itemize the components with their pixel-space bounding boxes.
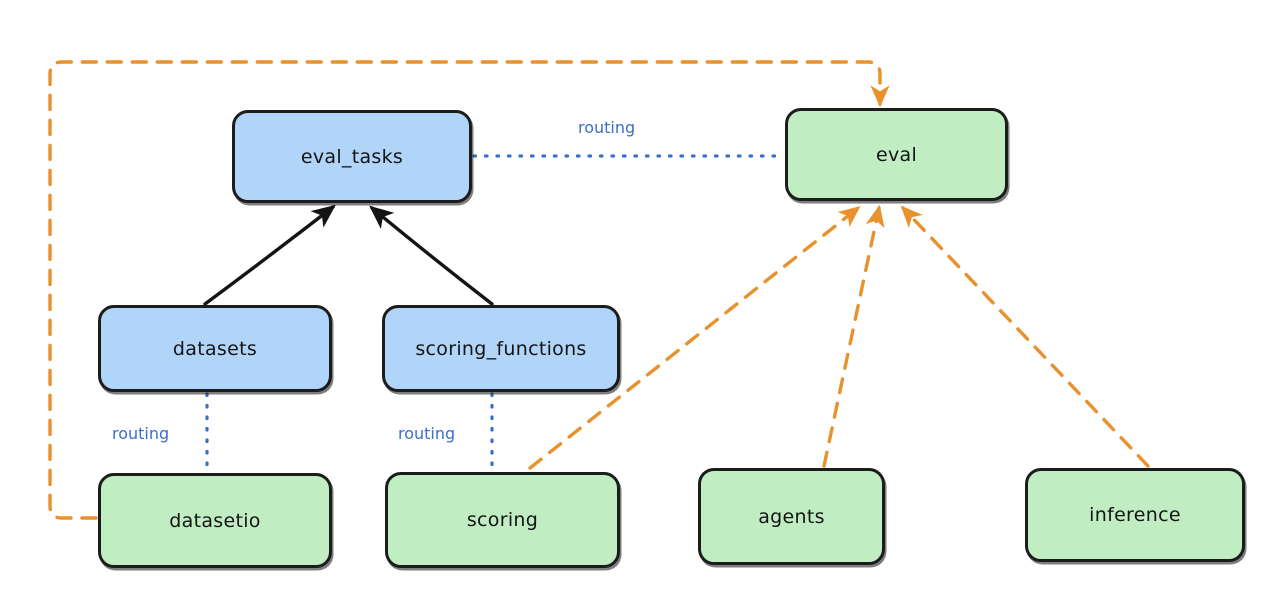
edge-label-routing-scoring-functions: routing bbox=[398, 424, 456, 443]
edge-scoring-to-eval bbox=[528, 205, 861, 470]
edge-label-routing-eval-tasks: routing bbox=[578, 118, 636, 137]
node-label-datasetio: datasetio bbox=[169, 509, 261, 532]
edge-datasets-to-eval-tasks bbox=[203, 204, 336, 306]
node-label-agents: agents bbox=[758, 505, 825, 528]
node-datasetio[interactable]: datasetio bbox=[98, 473, 332, 568]
node-label-scoring-functions: scoring_functions bbox=[415, 337, 587, 360]
node-inference[interactable]: inference bbox=[1025, 468, 1245, 562]
edge-inference-to-eval bbox=[900, 205, 1150, 468]
edge-label-routing-datasets: routing bbox=[112, 424, 170, 443]
node-label-scoring: scoring bbox=[466, 509, 539, 531]
node-label-datasets: datasets bbox=[172, 337, 258, 360]
node-label-inference: inference bbox=[1089, 504, 1181, 526]
node-eval[interactable]: eval bbox=[785, 108, 1008, 201]
edge-scoring-functions-to-eval-tasks bbox=[369, 205, 494, 306]
node-label-eval: eval bbox=[875, 143, 918, 166]
node-scoring[interactable]: scoring bbox=[385, 472, 620, 568]
node-label-eval-tasks: eval_tasks bbox=[300, 145, 404, 168]
node-datasets[interactable]: datasets bbox=[98, 305, 332, 392]
node-agents[interactable]: agents bbox=[698, 468, 885, 565]
node-eval-tasks[interactable]: eval_tasks bbox=[232, 110, 472, 203]
edge-agents-to-eval bbox=[822, 204, 885, 468]
node-scoring-functions[interactable]: scoring_functions bbox=[382, 305, 620, 392]
